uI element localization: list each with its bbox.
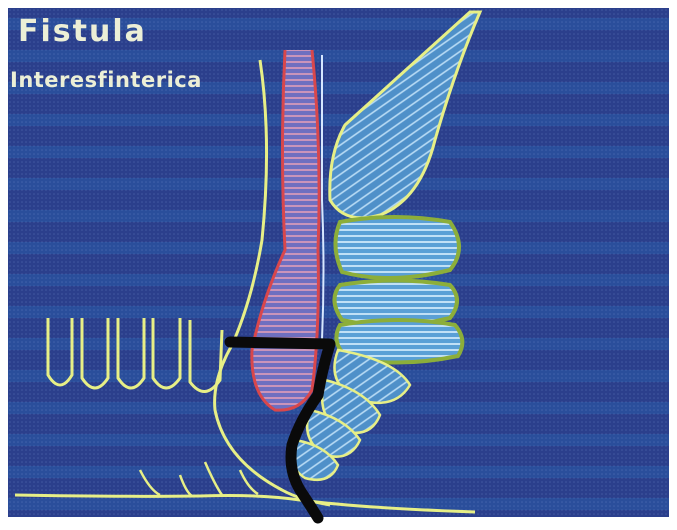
external-sphincter-bundles: [334, 217, 462, 363]
slide-title: Fistula: [18, 14, 147, 49]
slide-subtitle: Interesfinterica: [10, 68, 202, 92]
